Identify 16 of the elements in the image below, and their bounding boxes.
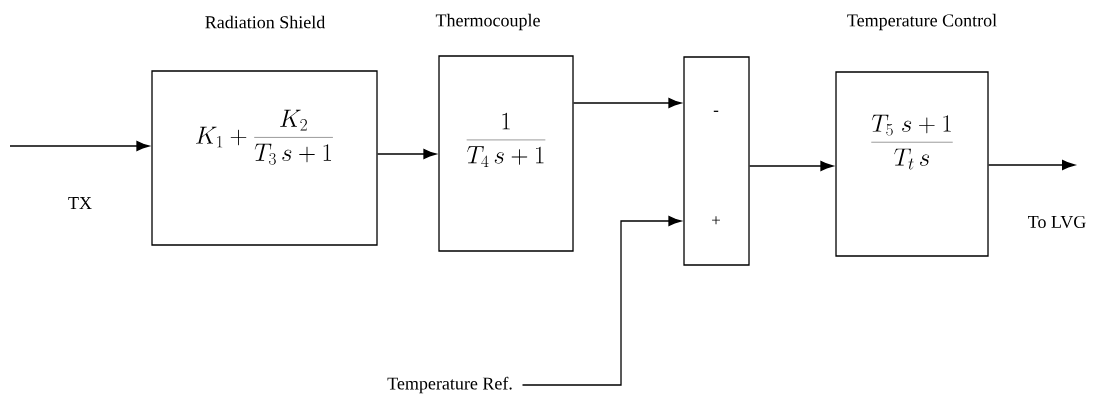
block-title: Radiation Shield — [205, 15, 326, 29]
block-title: Thermocouple — [435, 13, 540, 31]
arrow — [749, 160, 834, 172]
edge-label: To LVG — [1026, 214, 1088, 230]
arrow — [521, 215, 682, 386]
arrow — [573, 97, 682, 109]
input-label: Temperature Ref. — [387, 376, 512, 394]
transfer-function-block: $\frac{T_5\;s+1}{T_t\,s}$ — [835, 71, 989, 257]
transfer-function-block: $\frac{1}{T_4\,s+1}$ — [438, 55, 574, 252]
arrow — [988, 159, 1075, 171]
edge-label: TX — [67, 196, 93, 210]
block-title: Temperature Control — [847, 13, 997, 31]
transfer-function-block: $K_1+\frac{K_2}{T_3\,s+1}$ — [151, 70, 378, 246]
summing-junction: - + — [683, 56, 750, 266]
arrow — [9, 140, 150, 152]
arrow — [377, 148, 437, 160]
